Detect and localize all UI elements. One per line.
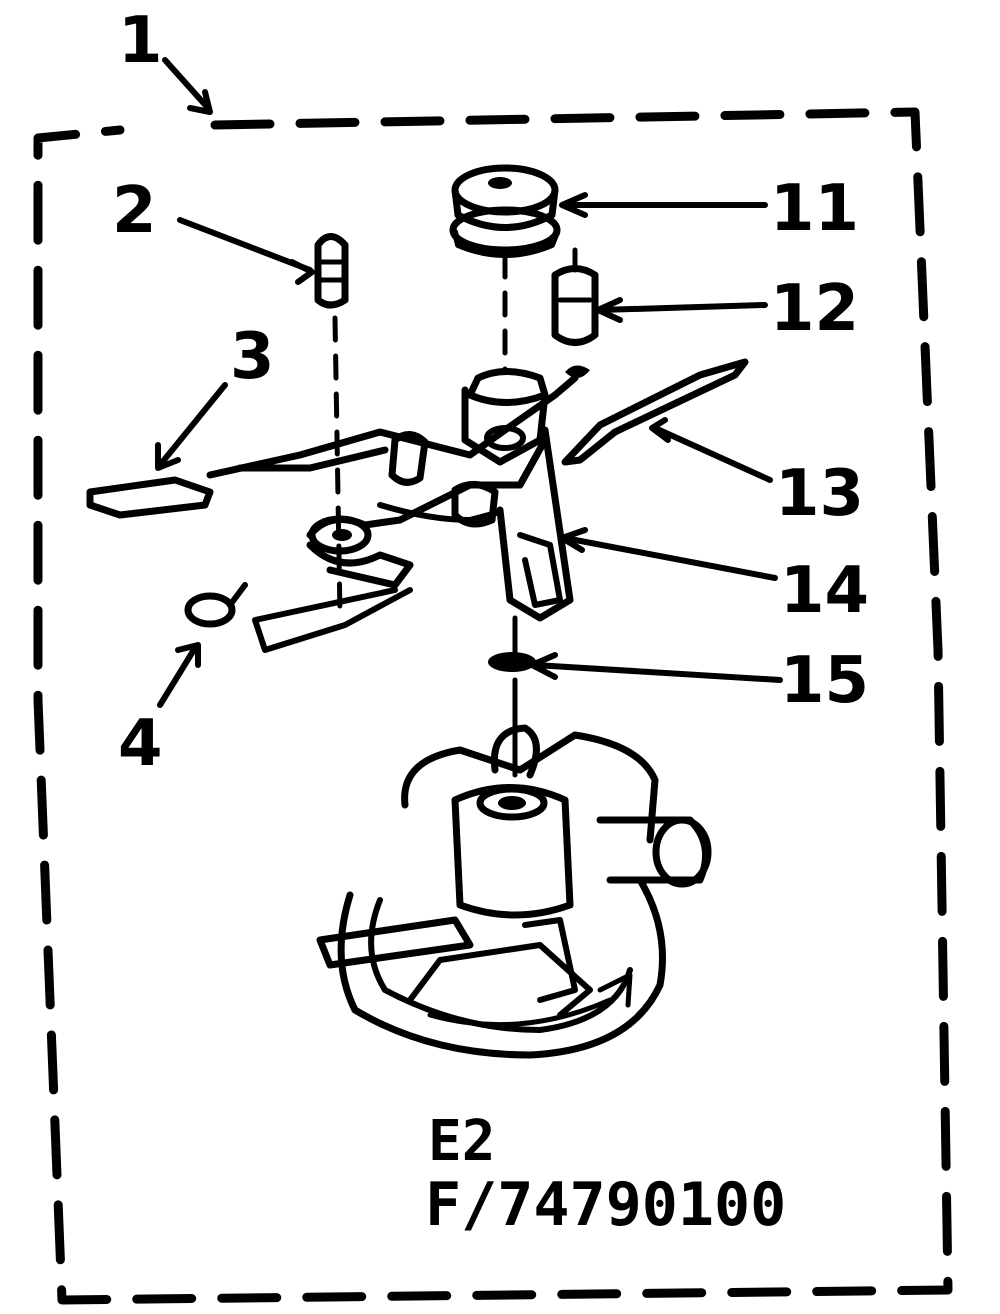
pulley-part [449,164,561,258]
leader-arrow-4 [157,642,201,708]
pad-part [86,476,214,519]
callout-labels: 1 2 3 4 11 12 13 14 15 [112,4,869,781]
leader-arrow-11 [559,192,768,218]
reference-code: E2 F/74790100 [425,1109,786,1240]
callout-13: 13 [775,457,864,531]
callout-15: 15 [780,644,869,718]
motor-base-part [316,724,712,1059]
leader-arrow-3 [155,382,228,471]
callout-3: 3 [230,320,275,394]
assembly-boundary [33,107,953,1305]
screw-part [314,233,349,309]
leader-arrow-15 [529,652,783,683]
callout-12: 12 [770,272,859,346]
callout-4: 4 [118,707,163,781]
linkage-bracket-part [206,368,579,653]
clip-part [184,582,248,628]
callout-2: 2 [112,174,157,248]
cartridge-part [551,247,599,379]
washer-part [488,652,536,672]
callout-1: 1 [118,4,163,78]
leader-arrow-2 [177,217,315,285]
leader-arrow-13 [649,417,773,483]
reference-code-line-2: F/74790100 [425,1170,786,1240]
leader-arrow-1 [162,57,213,115]
callout-11: 11 [770,172,859,246]
leader-arrows [155,57,783,708]
callout-14: 14 [780,554,869,628]
reference-code-line-1: E2 [428,1109,495,1174]
leader-arrow-14 [559,527,778,581]
leader-arrow-12 [595,297,768,323]
lever-part [561,358,749,466]
